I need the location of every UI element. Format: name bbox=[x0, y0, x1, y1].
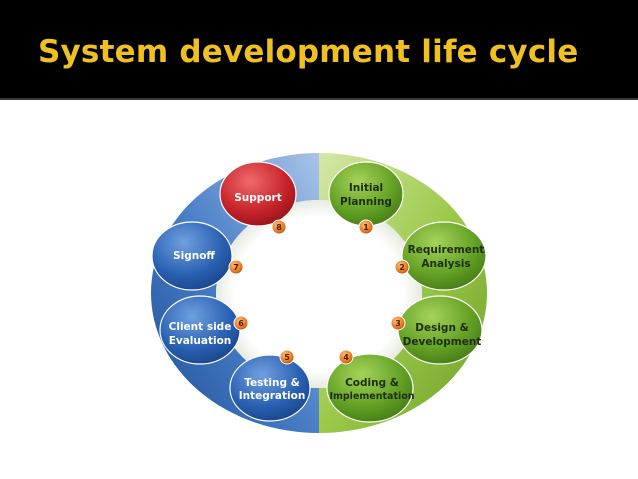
label-requirement-analysis-2: Analysis bbox=[421, 258, 470, 270]
badge-2: 2 bbox=[394, 259, 410, 275]
badge-6: 6 bbox=[233, 315, 249, 331]
node-testing-integration bbox=[229, 354, 311, 422]
label-client-side-evaluation-2: Evaluation bbox=[169, 335, 232, 347]
label-requirement-analysis: Requirement bbox=[408, 244, 485, 256]
svg-text:4: 4 bbox=[343, 353, 349, 362]
node-initial-planning bbox=[328, 161, 404, 227]
label-design-development: Design & bbox=[415, 322, 469, 334]
svg-text:1: 1 bbox=[363, 223, 369, 232]
label-testing-integration: Testing & bbox=[244, 377, 300, 389]
badge-7: 7 bbox=[228, 259, 244, 275]
svg-text:6: 6 bbox=[238, 319, 244, 328]
label-signoff: Signoff bbox=[173, 250, 215, 262]
ring-center bbox=[216, 200, 422, 388]
badge-8: 8 bbox=[271, 219, 287, 235]
label-client-side-evaluation: Client side bbox=[169, 321, 232, 333]
node-requirement-analysis bbox=[401, 221, 487, 291]
title-divider bbox=[0, 98, 638, 100]
label-coding-implementation-2: Implementation bbox=[329, 391, 414, 402]
node-support bbox=[219, 161, 297, 227]
svg-text:7: 7 bbox=[233, 263, 239, 272]
svg-text:2: 2 bbox=[399, 263, 405, 272]
svg-text:5: 5 bbox=[284, 353, 290, 362]
badge-5: 5 bbox=[279, 349, 295, 365]
label-initial-planning-2: Planning bbox=[340, 196, 392, 208]
sdlc-cycle-diagram: Initial Planning Requirement Analysis De… bbox=[151, 153, 487, 433]
label-design-development-2: Development bbox=[403, 336, 482, 348]
label-testing-integration-2: Integration bbox=[239, 390, 306, 402]
slide-title: System development life cycle bbox=[38, 34, 579, 70]
svg-text:3: 3 bbox=[395, 319, 401, 328]
label-support: Support bbox=[234, 192, 281, 204]
node-coding-implementation bbox=[326, 353, 414, 423]
label-initial-planning: Initial bbox=[349, 182, 383, 194]
title-bar: System development life cycle bbox=[0, 0, 638, 100]
badge-3: 3 bbox=[390, 315, 406, 331]
node-signoff bbox=[151, 221, 233, 291]
badge-4: 4 bbox=[338, 349, 354, 365]
badge-1: 1 bbox=[358, 219, 374, 235]
svg-text:8: 8 bbox=[276, 223, 282, 232]
label-coding-implementation: Coding & bbox=[345, 377, 399, 389]
